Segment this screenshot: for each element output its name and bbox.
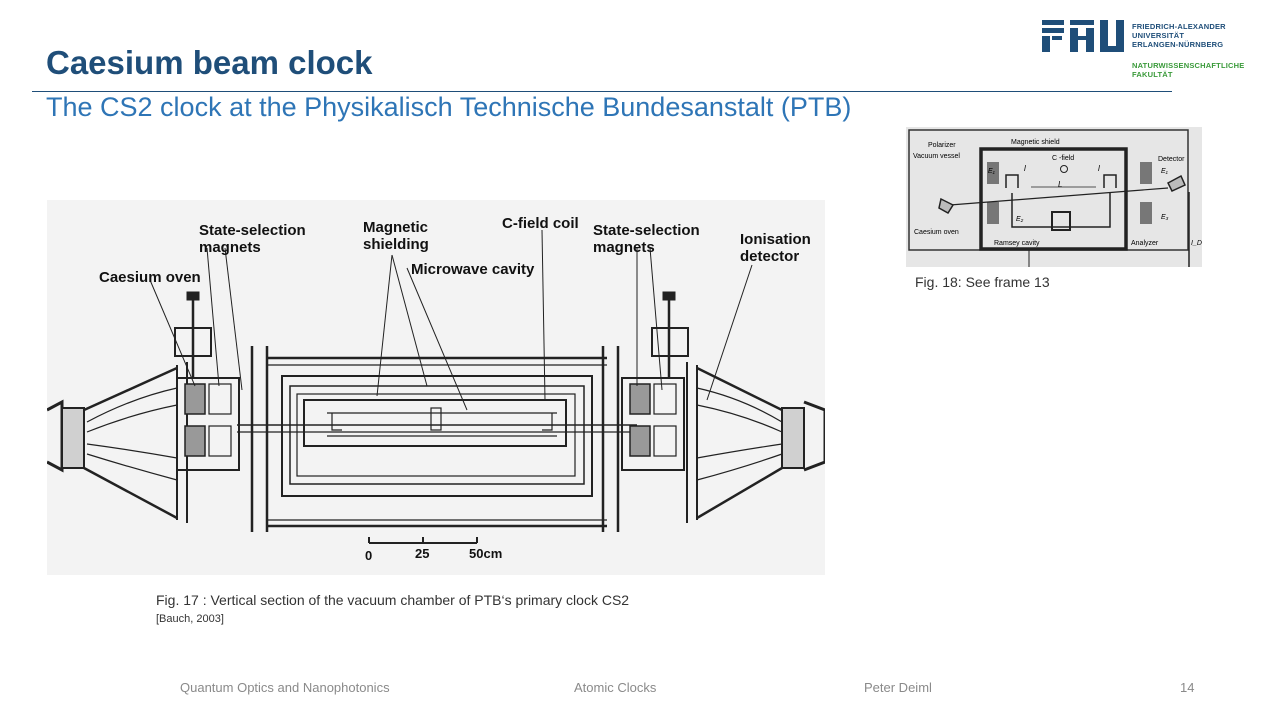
label-microwave-cavity: Microwave cavity [411, 261, 535, 278]
label-detector: Detector [1158, 156, 1185, 163]
footer-author: Peter Deiml [864, 680, 932, 695]
label-c-field: C -field [1052, 155, 1074, 162]
label-ramsey-cavity: Ramsey cavity [994, 240, 1040, 247]
label-e2: E₂ [1016, 216, 1024, 223]
label-state-selection-right: State-selection [593, 222, 700, 239]
label-magnets-right: magnets [593, 239, 655, 256]
fau-logo: FRIEDRICH-ALEXANDER UNIVERSITÄT ERLANGEN… [1040, 18, 1250, 82]
label-detector: detector [740, 248, 799, 265]
label-state-selection-left: State-selection [199, 222, 306, 239]
label-l-right: l [1098, 164, 1100, 173]
logo-faculty-name: NATURWISSENSCHAFTLICHE FAKULTÄT [1132, 61, 1245, 79]
logo-university-name: FRIEDRICH-ALEXANDER UNIVERSITÄT ERLANGEN… [1132, 22, 1226, 49]
footer-topic: Atomic Clocks [574, 680, 657, 695]
label-magnetic-shield: Magnetic shield [1011, 139, 1060, 146]
label-magnets-left: magnets [199, 239, 261, 256]
footer-course: Quantum Optics and Nanophotonics [180, 680, 390, 695]
slide-title: Caesium beam clock [46, 44, 373, 81]
fig17-source: [Bauch, 2003] [156, 613, 224, 625]
fig17-caption: Fig. 17 : Vertical section of the vacuum… [156, 592, 630, 608]
fig17-vacuum-chamber-diagram: State-selection magnets Caesium oven Mag… [47, 200, 825, 575]
label-ionisation: Ionisation [740, 231, 811, 248]
label-detector-current: I_D [1191, 240, 1202, 247]
label-caesium-oven: Caesium oven [99, 269, 201, 286]
fig18-caption: Fig. 18: See frame 13 [915, 274, 1050, 290]
label-shielding: shielding [363, 236, 429, 253]
fig18-schematic: Polarizer Magnetic shield Vacuum vessel … [906, 127, 1202, 267]
label-caesium-oven-small: Caesium oven [914, 229, 959, 236]
label-e1-left: E₁ [988, 168, 996, 175]
label-e3: E₃ [1161, 214, 1169, 221]
label-vacuum-vessel: Vacuum vessel [913, 153, 960, 160]
fau-logo-icon [1042, 20, 1124, 52]
label-l-left: l [1024, 164, 1026, 173]
title-rule [32, 91, 1172, 92]
label-magnetic: Magnetic [363, 219, 428, 236]
label-polarizer: Polarizer [928, 142, 956, 149]
label-analyzer: Analyzer [1131, 240, 1159, 247]
label-cavity-length: L [1058, 180, 1062, 189]
label-c-field-coil: C-field coil [502, 215, 579, 232]
scale-tick-0: 0 [365, 548, 372, 563]
slide-subtitle: The CS2 clock at the Physikalisch Techni… [46, 92, 852, 122]
label-e1-right: E₁ [1161, 168, 1169, 175]
scale-tick-50: 50cm [469, 546, 502, 561]
scale-tick-25: 25 [415, 546, 429, 561]
footer-page-number: 14 [1180, 680, 1195, 695]
